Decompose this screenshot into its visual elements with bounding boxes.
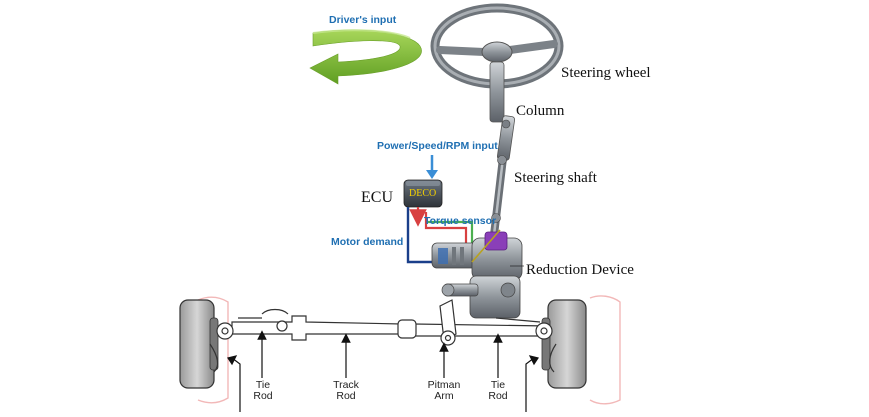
ecu-box-text: DECO [409,188,437,199]
right-wheel-guard [589,295,621,405]
steering-shaft-icon [490,154,507,239]
track-rod-label: Track Rod [333,379,359,402]
pitman-arm-label: Pitman Arm [427,379,461,402]
steering-shaft-label: Steering shaft [514,170,597,186]
column-label: Column [516,103,565,119]
right-tyre-icon [541,299,587,389]
steering-wheel-label: Steering wheel [561,65,651,81]
left-wheel-guard [197,296,229,404]
power-input-label: Power/Speed/RPM input [377,140,498,152]
rotation-arrow-icon [309,29,422,85]
power-input-arrow-icon [426,155,438,179]
reduction-device-icon [441,229,523,319]
motor-demand-label: Motor demand [331,236,404,248]
ecu-box [403,179,443,208]
steering-column-icon [489,61,516,161]
steering-linkage [209,299,557,373]
tie-rod-left-label: Tie Rod [253,379,273,402]
torque-sensor-label: Torque sensor [424,215,497,227]
left-tyre-icon [179,299,219,389]
reduction-device-label: Reduction Device [526,262,634,278]
drivers-input-label: Driver's input [329,14,397,26]
tie-rod-right-label: Tie Rod [488,379,508,402]
label-leader-arrows [227,330,539,412]
ecu-label: ECU [361,189,393,206]
